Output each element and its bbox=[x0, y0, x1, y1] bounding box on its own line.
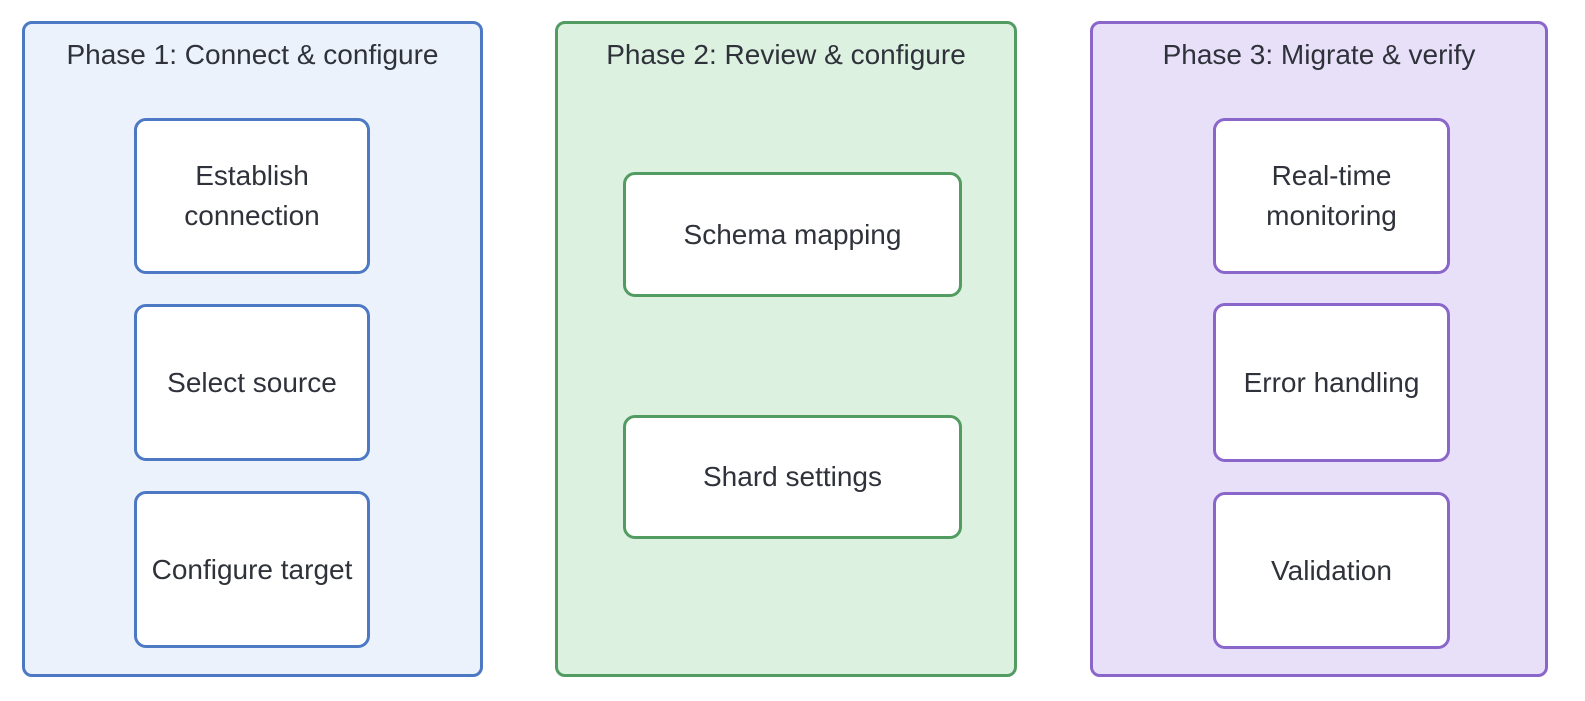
phase-2-title: Phase 2: Review & configure bbox=[606, 39, 966, 70]
node-error-handling: Error handling bbox=[1213, 303, 1450, 462]
phase-2-container: Phase 2: Review & configure Schema mappi… bbox=[555, 21, 1017, 677]
phase-3-title: Phase 3: Migrate & verify bbox=[1162, 39, 1476, 70]
phase-1-container: Phase 1: Connect & configure Establish c… bbox=[22, 21, 483, 677]
node-schema-mapping: Schema mapping bbox=[623, 172, 962, 297]
node-shard-settings: Shard settings bbox=[623, 415, 962, 539]
node-validation: Validation bbox=[1213, 492, 1450, 649]
node-select-source: Select source bbox=[134, 304, 370, 461]
phase-1-title: Phase 1: Connect & configure bbox=[66, 39, 439, 70]
node-establish-connection: Establish connection bbox=[134, 118, 370, 274]
phase-3-container: Phase 3: Migrate & verify Real-time moni… bbox=[1090, 21, 1548, 677]
node-real-time-monitoring: Real-time monitoring bbox=[1213, 118, 1450, 274]
node-configure-target: Configure target bbox=[134, 491, 370, 648]
